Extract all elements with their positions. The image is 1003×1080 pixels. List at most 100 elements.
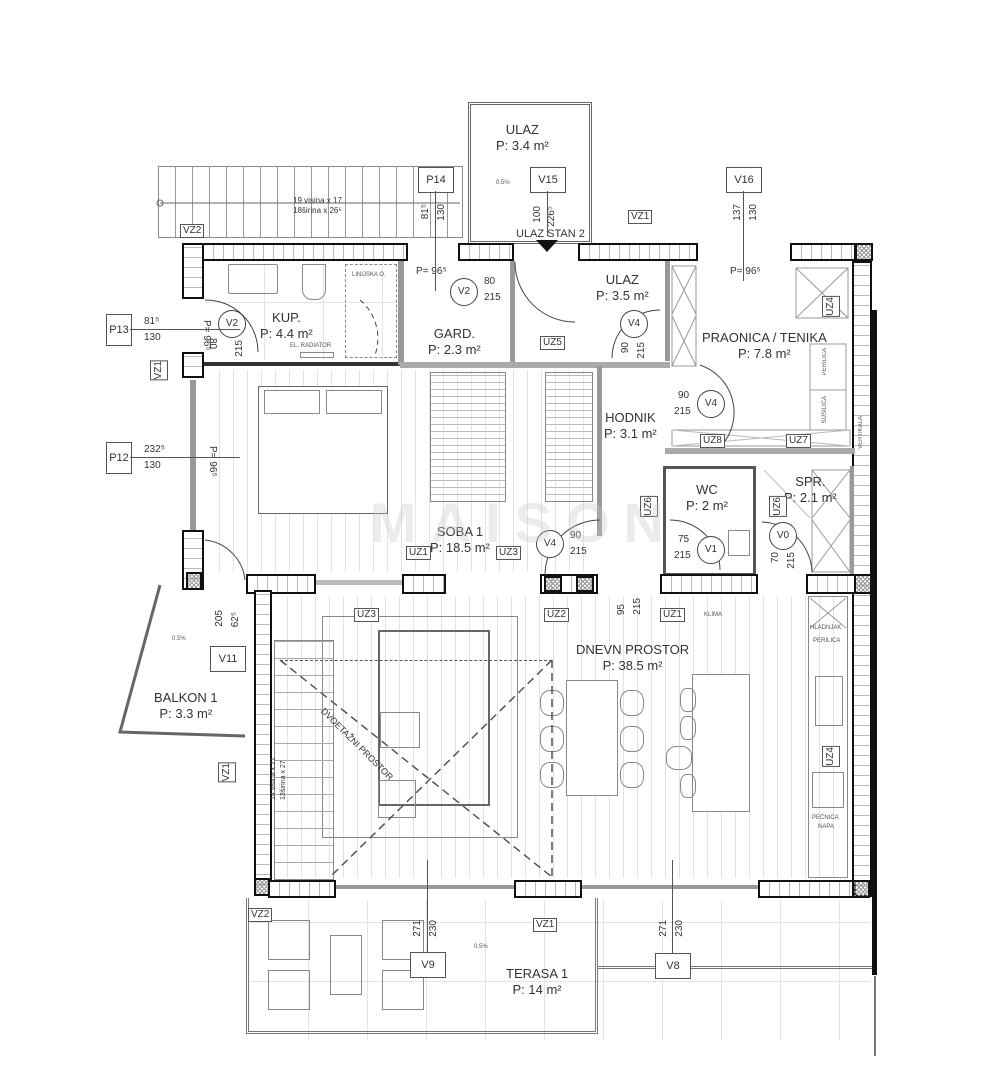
- terrace-chair: [382, 970, 424, 1010]
- dim-v4a-b: 215: [636, 342, 647, 359]
- hladnjak-label: HLADNJAK: [810, 625, 842, 631]
- dim-v2b-a: 80: [484, 276, 496, 287]
- void-diagonals: [279, 659, 553, 878]
- dim-v4b-b: 215: [674, 406, 691, 417]
- vertikala-label: VERTIKALA: [858, 416, 864, 449]
- dim-v11-a: 205: [214, 610, 225, 627]
- leader-v15: [547, 191, 548, 236]
- leader-p13: [130, 329, 240, 330]
- terrace-table: [330, 935, 362, 995]
- stairs-inner-label-2: 13širina x 27: [280, 760, 287, 800]
- wall-kup-right: [398, 261, 404, 365]
- opening-V9: V9: [410, 952, 446, 978]
- chair: [680, 774, 696, 798]
- wardrobe-left: [430, 372, 506, 502]
- void-outline-top: [280, 660, 552, 661]
- terasa-step: [598, 966, 872, 969]
- wall-left-top: [182, 243, 204, 299]
- floor-terasa: [250, 900, 870, 1040]
- opening-V8: V8: [655, 953, 691, 979]
- tag-VZ1-left2: VZ1: [218, 762, 236, 783]
- shower: [345, 264, 397, 358]
- wall-soba-bottom-1: [246, 574, 316, 594]
- door-V4-praonica: V4: [697, 390, 725, 418]
- dim-p13-b: 130: [144, 332, 161, 343]
- tag-UZ1-living: UZ1: [660, 608, 685, 622]
- chair: [666, 746, 692, 770]
- tag-UZ3-living: UZ3: [354, 608, 379, 622]
- entrance-porch: [468, 102, 592, 244]
- slope-terasa: 0.5%: [474, 944, 488, 950]
- wall-soba-bottom-2: [402, 574, 446, 594]
- dim-dn-b: 215: [632, 598, 643, 615]
- dim-v9-b: 230: [428, 920, 439, 937]
- perilica-kitchen-label: PERILICA: [813, 638, 841, 644]
- watermark: MAISON: [370, 491, 678, 554]
- column-right-mid: [854, 574, 872, 594]
- wall-praonica-bottom: [665, 448, 855, 454]
- leader-p14: [435, 191, 436, 291]
- dining-table: [566, 680, 618, 796]
- stairs-top-label-1: 19 visina x 17: [293, 196, 342, 205]
- column-left-low: [186, 572, 202, 590]
- opening-V16: V16: [726, 167, 762, 193]
- chair: [680, 716, 696, 740]
- dim-v9-a: 271: [412, 920, 423, 937]
- dim-p-gard: P= 96⁵: [416, 266, 447, 277]
- opening-V15: V15: [530, 167, 566, 193]
- leader-v8: [672, 860, 673, 953]
- toilet: [302, 264, 326, 300]
- chair: [540, 762, 564, 788]
- wall-bottom-mid: [514, 880, 582, 898]
- sofa: [378, 630, 490, 806]
- terasa-outline: [246, 898, 598, 1034]
- terrace-chair: [268, 920, 310, 960]
- dim-v4b-a: 90: [678, 390, 690, 401]
- tag-VZ2-bottom: VZ2: [248, 908, 273, 922]
- dim-p-soba: P= 96⁵: [207, 446, 218, 477]
- cooktop: [812, 772, 844, 808]
- coffee-table: [380, 712, 420, 748]
- stairs-inner-label-1: 14 visina x 21: [270, 757, 277, 800]
- tag-VZ1-top: VZ1: [628, 210, 653, 224]
- wall-spr-bottom: [806, 574, 856, 594]
- tag-UZ4-kitchen: UZ4: [822, 746, 840, 767]
- tag-UZ6-spr: UZ6: [769, 496, 787, 517]
- dim-p14-b: 130: [436, 204, 447, 221]
- dim-v8-b: 230: [674, 920, 685, 937]
- dim-v16-a: 137: [732, 204, 743, 221]
- tag-VZ1-left: VZ1: [150, 360, 168, 381]
- chair: [620, 762, 644, 788]
- radiator: [300, 352, 334, 358]
- dim-p-praonica: P= 96⁵: [730, 266, 761, 277]
- wall-bottom-right: [758, 880, 856, 898]
- column-uz2b: [576, 576, 594, 592]
- tag-UZ8: UZ8: [700, 434, 725, 448]
- chair: [620, 726, 644, 752]
- opening-P12: P12: [106, 442, 132, 474]
- wc-sink: [728, 530, 750, 556]
- dim-v1-a: 75: [678, 534, 690, 545]
- dim-v0-b: 215: [786, 552, 797, 569]
- laundry-cabinets: [671, 265, 851, 447]
- susilica-label: SUŠILICA: [822, 396, 828, 424]
- wall-top-right1: [578, 243, 698, 261]
- terasa-edge: [874, 976, 876, 1056]
- dim-v2b-b: 215: [484, 292, 501, 303]
- spr-cabinets: [763, 469, 851, 573]
- tag-UZ2: UZ2: [544, 608, 569, 622]
- wall-top-right2: [790, 243, 856, 261]
- dim-p13-a: 81⁵: [144, 316, 160, 327]
- terrace-chair: [382, 920, 424, 960]
- dim-v11-b: 62⁵: [230, 612, 241, 628]
- leader-v16: [743, 191, 744, 281]
- napa-label: NAPA: [818, 824, 834, 830]
- tag-UZ1-soba: UZ1: [406, 546, 431, 560]
- chair: [620, 690, 644, 716]
- wall-top-mid: [458, 243, 514, 261]
